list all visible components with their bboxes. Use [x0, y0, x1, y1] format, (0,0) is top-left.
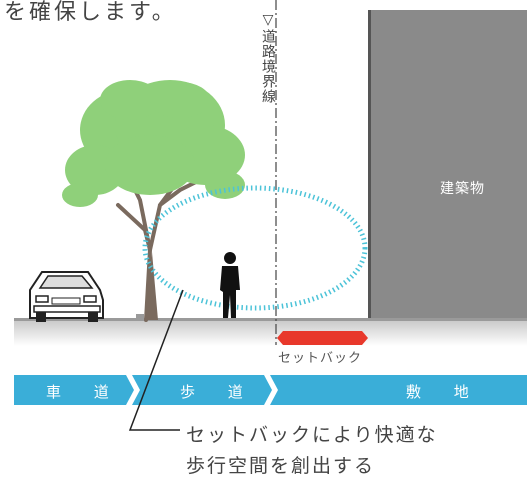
- building-edge: [368, 10, 371, 318]
- building: [368, 10, 527, 318]
- caption: セットバックにより快適な 歩行空間を創出する: [186, 420, 438, 482]
- zone-band-sidewalk: [132, 375, 272, 405]
- setback-diagram: を確保します。 ▽道路境界線 建築物 セットバック 車 道 歩 道 敷 地 セッ…: [4, 0, 527, 477]
- zone-band-site: [270, 375, 527, 405]
- caption-line-2: 歩行空間を創出する: [186, 455, 376, 477]
- curb: [136, 314, 144, 320]
- road-boundary-label: ▽道路境界線: [260, 12, 276, 104]
- caption-leader-line: [128, 289, 184, 431]
- setback-label: セットバック: [278, 351, 363, 366]
- ground-top: [14, 318, 527, 321]
- zone-label-sidewalk: 歩 道: [180, 383, 257, 401]
- car: [29, 271, 104, 322]
- pedestrian-figure: [220, 252, 240, 318]
- building-label: 建築物: [440, 181, 485, 197]
- ground: [14, 320, 527, 346]
- zone-label-site: 敷 地: [406, 383, 483, 401]
- caption-line-1: セットバックにより快適な: [186, 424, 438, 446]
- zone-band-roadway: [14, 375, 134, 405]
- setback-arrow: [277, 331, 368, 345]
- intro-text: を確保します。: [4, 0, 177, 25]
- zone-label-roadway: 車 道: [46, 383, 123, 401]
- tree: [62, 80, 245, 322]
- walking-space-ellipse: [142, 185, 368, 311]
- diagram-svg: [14, 0, 527, 431]
